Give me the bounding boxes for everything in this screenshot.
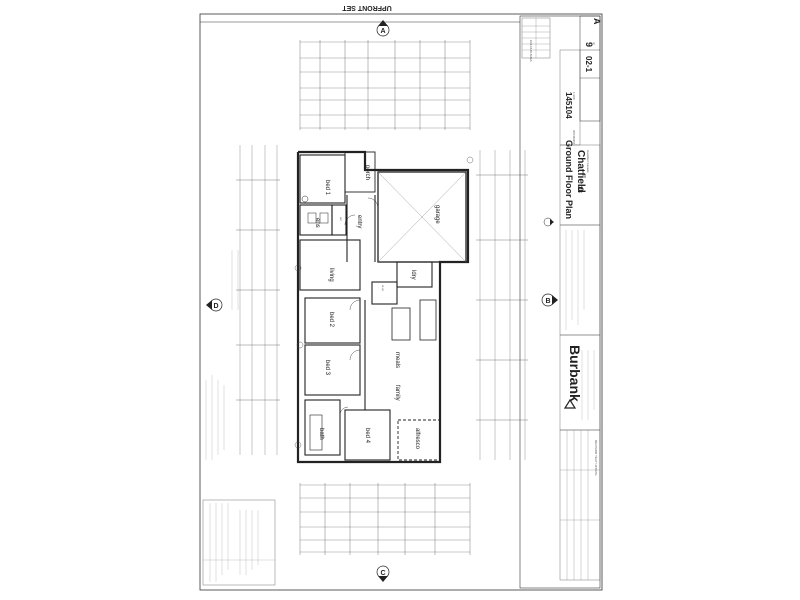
room-label-porch: porch [364,165,370,180]
room-label-bed2: bed 2 [328,312,334,328]
bed2-outline [304,297,361,344]
elevation-markers: A B C D [206,20,558,582]
scale-label: 1:100 [572,92,576,100]
job-number: 145104 [564,92,573,119]
room-label-wir: wir [339,217,343,221]
sheet-total: 9 [584,42,594,47]
bed1-outline [299,154,346,204]
brand-triangle-icon [563,398,577,409]
room-label-bed4: bed 4 [364,428,370,444]
wir-outline [331,204,347,236]
bed4-outline [344,409,391,461]
laundry-outline [396,261,433,288]
kitchen-island [391,307,411,341]
revision-table-title: REVISION TEXT UPDATE [594,440,598,476]
title-block: COLOUR AREA A 9 of 02-1 145104 1:100 UPF… [519,15,602,589]
outer-wall [296,150,470,464]
wip-outline [371,281,398,305]
svg-text:D: D [213,303,218,310]
brand-logo: Burbank [567,345,583,402]
colour-area-label: COLOUR AREA [529,40,533,62]
floor-plan [296,150,470,464]
svg-text:C: C [380,570,385,577]
room-label-wip: w.i.p [381,285,385,291]
kitchen-bench [419,299,437,341]
room-label-garage: garage [434,205,440,224]
room-labels: porch bed 1 garage ens wir entry living … [314,165,440,450]
house-name: Chatfield [575,150,586,193]
svg-text:B: B [545,298,550,305]
room-label-bed3: bed 3 [324,360,330,376]
elevation-marker-b: B [541,293,558,307]
room-label-entry: entry [356,215,362,228]
room-label-ldry: ldry [410,270,416,280]
elevation-marker-d: D [206,298,223,312]
dimension-ticks [236,40,528,555]
room-label-bath: bath [318,428,324,440]
bath-outline [304,399,341,456]
room-label-living: living [328,268,334,282]
sheet-number: 02-1 [584,56,593,73]
sheet-of: of [592,42,596,45]
house-size: 28 [576,186,582,193]
header-title: UPFRONT SET [342,4,392,11]
elevation-marker-c: C [376,565,390,582]
stage-label: UPFRONT [572,130,576,145]
revision-letter: A [592,18,602,25]
sheet-border [199,13,603,591]
section-marks [294,156,474,449]
room-label-meals: meals [394,352,400,368]
notes-block-left-2 [205,250,239,460]
plan-title: Ground Floor Plan [564,140,574,219]
room-label-bed1: bed 1 [324,180,330,196]
dimension-lines [239,41,526,553]
notes-block-left [202,499,276,586]
living-outline [299,239,361,291]
room-label-family: family [394,385,400,401]
svg-text:A: A [380,28,385,35]
room-label-alfresco: alfresco [414,428,420,450]
room-label-ens: ens [314,218,320,228]
bathtub [309,414,323,451]
elevation-marker-a: A [376,20,390,37]
facade-name: Hamilton Facade [586,150,590,173]
bed3-outline [304,344,361,396]
alfresco-outline [397,419,441,461]
